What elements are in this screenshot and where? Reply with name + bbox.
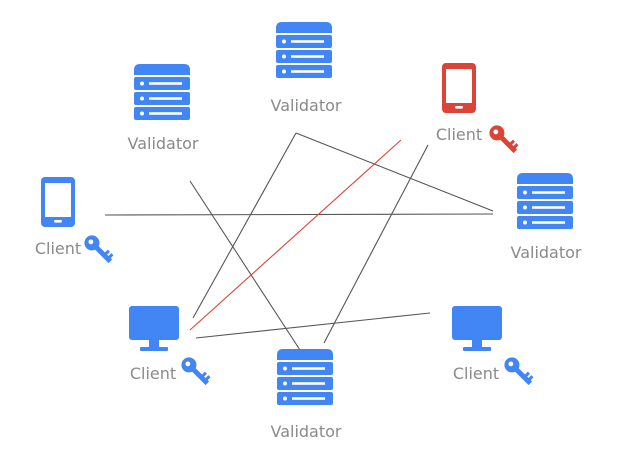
monitor-icon [129,306,179,351]
node-label: Validator [270,96,342,115]
edge [192,132,297,319]
edge [104,213,494,216]
server-icon [517,173,573,229]
node-label: Validator [270,422,342,441]
node-label: Validator [510,243,582,262]
key-icon [489,125,519,154]
edge [295,132,494,212]
tablet-icon [442,63,476,113]
tablet-icon [41,177,75,227]
node-label: Client [452,364,500,383]
server-icon [276,22,332,78]
edge [195,312,431,339]
key-icon [504,357,534,386]
node-label: Client [34,239,82,258]
edge [323,144,429,344]
node-label: Validator [127,134,199,153]
node-label: Client [129,364,177,383]
edge [189,180,301,351]
server-icon [277,349,333,405]
server-icon [134,64,190,120]
key-icon [84,235,114,264]
monitor-icon [452,306,502,351]
node-label: Client [435,125,483,144]
edge-compromised [189,139,402,331]
key-icon [181,357,211,386]
